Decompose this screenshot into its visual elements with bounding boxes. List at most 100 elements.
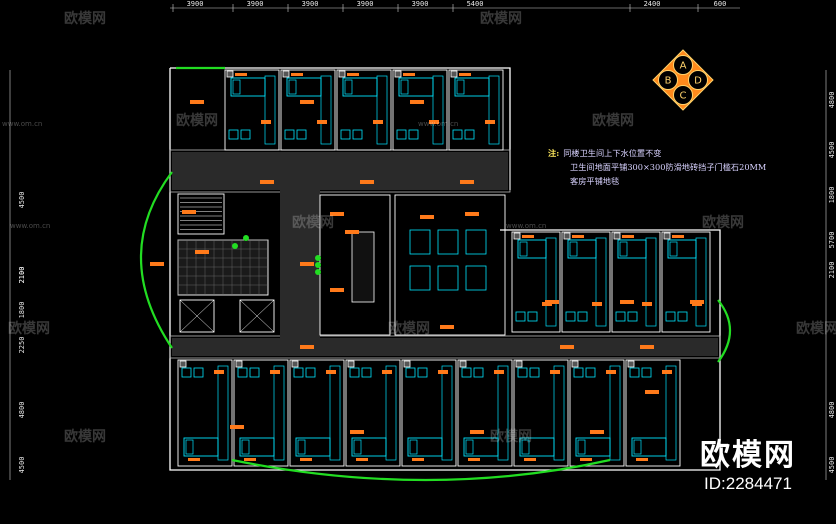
dimension-label-top: 3900 <box>412 0 429 8</box>
room-wall <box>511 231 561 333</box>
room-wall <box>661 231 711 333</box>
armchair <box>181 367 192 378</box>
wardrobe <box>553 365 565 461</box>
toilet-stall <box>465 265 487 291</box>
wardrobe <box>595 237 607 327</box>
compass-b-letter: B <box>665 76 672 87</box>
dimension-label-left: 1800 <box>18 302 26 319</box>
armchair <box>473 367 484 378</box>
wardrobe <box>497 365 509 461</box>
armchair <box>361 367 372 378</box>
area-tag <box>645 390 659 394</box>
area-tag <box>190 100 204 104</box>
armchair <box>296 129 307 140</box>
room-tag <box>261 120 271 124</box>
dimension-label-right: 5700 <box>828 232 836 249</box>
pillow <box>465 439 474 455</box>
area-tag <box>300 262 314 266</box>
room-tag <box>347 73 359 76</box>
pillow <box>400 79 409 95</box>
watermark-text: 欧模网 <box>292 215 334 231</box>
room-tag <box>188 458 200 461</box>
watermark-text: 欧模网 <box>592 113 634 129</box>
armchair <box>529 367 540 378</box>
dimension-label-top: 600 <box>714 0 727 8</box>
wardrobe <box>385 365 397 461</box>
armchair <box>665 311 676 322</box>
room-tag <box>636 458 648 461</box>
room-tag <box>300 458 312 461</box>
toilet-stall <box>465 229 487 255</box>
guest-room <box>457 359 513 467</box>
elevator-shaft <box>179 299 215 333</box>
armchair <box>405 367 416 378</box>
bed <box>631 437 667 457</box>
guest-room <box>625 359 681 467</box>
bed <box>351 437 387 457</box>
armchair <box>349 367 360 378</box>
armchair <box>641 367 652 378</box>
area-tag <box>300 345 314 349</box>
wardrobe <box>488 75 500 145</box>
armchair <box>396 129 407 140</box>
wardrobe <box>441 365 453 461</box>
elevator-cross <box>179 299 215 333</box>
watermark-url: www.om.cn <box>418 120 459 128</box>
column <box>235 360 243 368</box>
room-tag <box>382 370 392 374</box>
dimension-label-right: 1800 <box>828 187 836 204</box>
room-tag <box>672 235 684 238</box>
armchair <box>577 311 588 322</box>
dimension-lines <box>9 4 827 480</box>
pillow <box>288 79 297 95</box>
pillow <box>185 439 194 455</box>
guest-room <box>513 359 569 467</box>
room-tag <box>622 235 634 238</box>
stair <box>177 193 225 235</box>
guest-room <box>336 69 392 151</box>
bed <box>575 437 611 457</box>
room-tag <box>291 73 303 76</box>
watermark-text: 欧模网 <box>388 321 430 337</box>
brand-name: 欧模网 <box>700 438 796 473</box>
area-tag <box>410 100 424 104</box>
watermark-text: 欧模网 <box>480 11 522 27</box>
column <box>179 360 187 368</box>
plant-marker <box>315 262 321 268</box>
room-wall <box>561 231 611 333</box>
plant-marker <box>315 269 321 275</box>
pillow <box>619 241 628 257</box>
armchair <box>573 367 584 378</box>
armchair <box>228 129 239 140</box>
room-tag <box>317 120 327 124</box>
bed <box>617 239 647 259</box>
room-wall <box>289 359 345 467</box>
area-tag <box>620 300 634 304</box>
armchair <box>629 367 640 378</box>
room-tag <box>592 302 602 306</box>
note-line-2: 卫生间地面平铺300×300防滑地砖挡子门槛石20MM <box>570 162 767 172</box>
bed <box>286 77 322 97</box>
guest-rooms-south <box>177 359 681 467</box>
armchair <box>585 367 596 378</box>
compass-c-letter: C <box>680 91 687 102</box>
armchair <box>627 311 638 322</box>
room-tag <box>550 370 560 374</box>
dimension-label-right: 4800 <box>828 402 836 419</box>
brand-stamp: 欧模网 ID:2284471 <box>700 438 796 494</box>
armchair <box>565 311 576 322</box>
area-tag <box>640 345 654 349</box>
room-tag <box>429 120 439 124</box>
room-tag <box>438 370 448 374</box>
dimension-label-top: 3900 <box>187 0 204 8</box>
armchair <box>340 129 351 140</box>
guest-room <box>392 69 448 151</box>
armchair <box>515 311 526 322</box>
room-wall <box>336 69 392 151</box>
dimension-label-right: 4500 <box>828 457 836 474</box>
area-tag <box>260 180 274 184</box>
area-tag <box>345 230 359 234</box>
guest-room <box>569 359 625 467</box>
dimension-label-left: 4800 <box>18 402 26 419</box>
